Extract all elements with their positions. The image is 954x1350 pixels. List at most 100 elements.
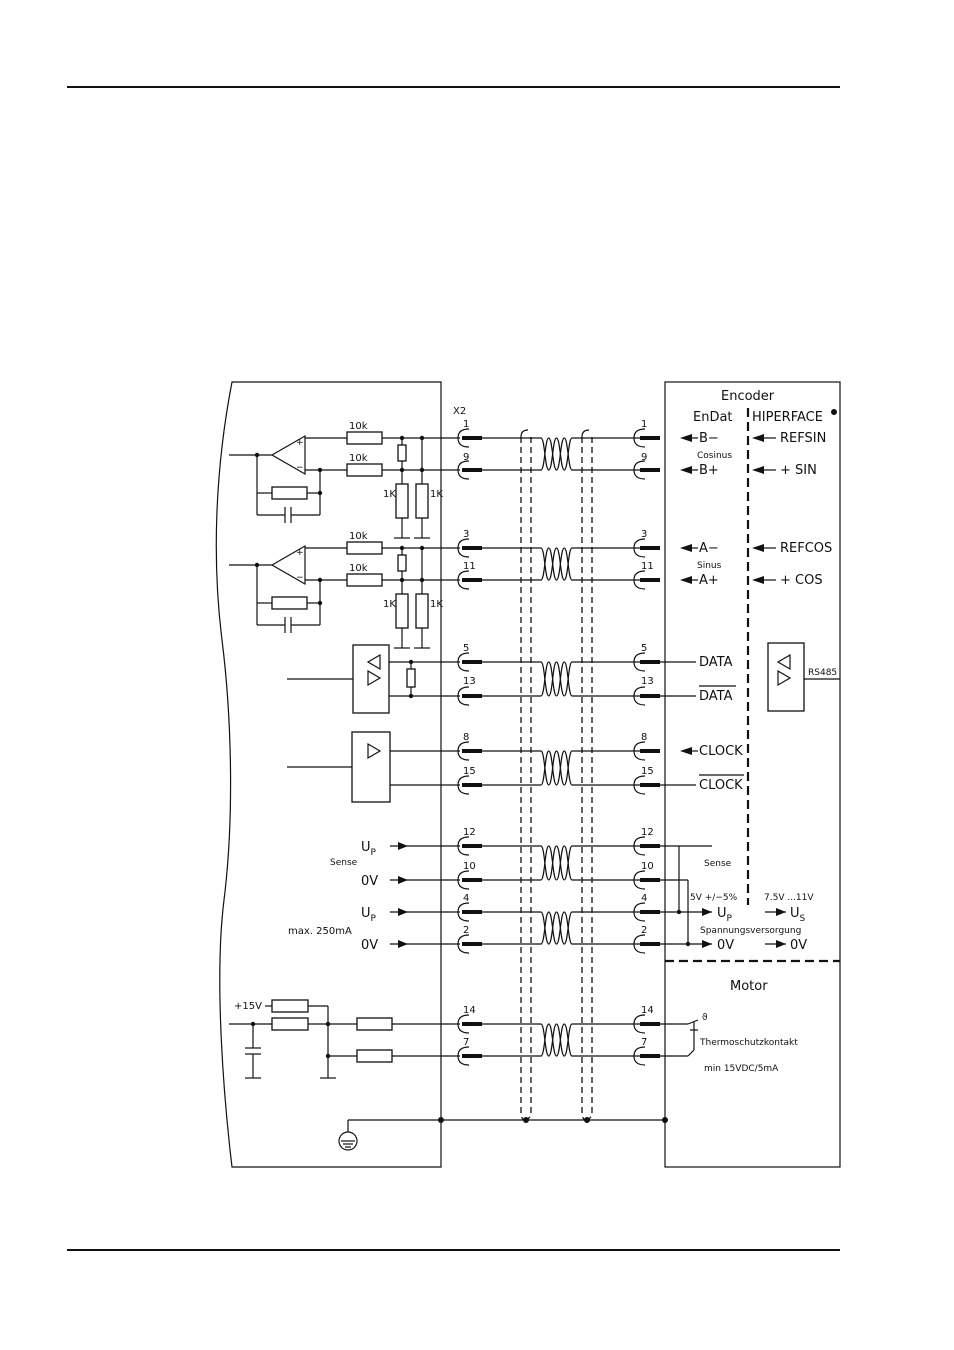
r1k-label-3: 1K <box>383 599 396 610</box>
pin-4-drive: 4 <box>463 893 469 904</box>
r1k-label-4: 1K <box>430 599 443 610</box>
encoder-pins <box>633 428 660 1066</box>
pin-labels: 1 9 3 11 5 13 8 15 12 10 4 2 14 7 1 9 3 … <box>463 419 654 1048</box>
encoder-socket <box>633 870 646 890</box>
r10k-label-1: 10k <box>349 421 368 432</box>
max-current-label: max. 250mA <box>288 926 352 937</box>
pin-12-encoder: 12 <box>641 827 654 838</box>
signal-clock: CLOCK <box>699 744 743 759</box>
pin-13-encoder: 13 <box>641 676 654 687</box>
twisted-pair-wire <box>482 547 640 581</box>
drive-sense-label: Sense <box>330 858 358 868</box>
drive-socket <box>457 836 470 856</box>
signal-data: DATA <box>699 655 733 670</box>
pin-9-encoder: 9 <box>641 452 647 463</box>
rs485-transceiver <box>767 642 840 712</box>
drive-socket <box>457 460 470 480</box>
encoder-socket <box>633 1046 646 1066</box>
encoder-0v-label-1: 0V <box>717 938 734 953</box>
encoder-supply-lines <box>660 845 786 948</box>
hiperface-heading: HIPERFACE <box>752 410 823 425</box>
twisted-pair-wire <box>482 911 640 945</box>
signal-a-plus: A+ <box>699 573 719 588</box>
pin-3-drive: 3 <box>463 529 469 540</box>
signal-a-minus: A− <box>699 541 719 556</box>
encoder-title: Encoder <box>721 389 775 404</box>
drive-socket <box>457 428 470 448</box>
plus15v-label: +15V <box>234 1001 262 1012</box>
drive-socket <box>457 570 470 590</box>
r10k-label-2: 10k <box>349 453 368 464</box>
encoder-sense-label: Sense <box>704 859 732 869</box>
r10k-label-3: 10k <box>349 531 368 542</box>
signal-cos: + COS <box>780 573 823 588</box>
twisted-pair-wire <box>482 845 640 881</box>
thermal-contact-label: Thermoschutzkontakt <box>699 1038 798 1048</box>
encoder-socket <box>633 538 646 558</box>
svg-text:+: + <box>296 548 304 558</box>
pin-10-drive: 10 <box>463 861 476 872</box>
signal-refsin: REFSIN <box>780 431 826 446</box>
encoder-up-label: UP <box>717 906 733 924</box>
tolerance-label: 5V +/−5% <box>690 893 738 903</box>
pin-4-encoder: 4 <box>641 893 647 904</box>
encoder-socket <box>633 775 646 795</box>
clock-driver <box>287 731 460 803</box>
pin-7-encoder: 7 <box>641 1037 647 1048</box>
twisted-pair-wire <box>482 661 640 697</box>
twisted-pair-wire <box>482 547 640 581</box>
pin-8-encoder: 8 <box>641 732 647 743</box>
encoder-socket <box>633 934 646 954</box>
pin-5-encoder: 5 <box>641 643 647 654</box>
r1k-label-2: 1K <box>430 489 443 500</box>
range-label: 7.5V ...11V <box>764 893 814 903</box>
drive-box-outline <box>215 381 442 1168</box>
drive-socket <box>457 1014 470 1034</box>
opamp-sinus: + − <box>229 541 460 649</box>
pin-13-drive: 13 <box>463 676 476 687</box>
thermal-circuit <box>229 999 460 1079</box>
encoder-socket <box>633 902 646 922</box>
twisted-pair-wire <box>482 845 640 881</box>
pin-9-drive: 9 <box>463 452 469 463</box>
twisted-pair-wire <box>482 750 640 786</box>
theta-icon: ϑ <box>702 1013 708 1023</box>
svg-text:+: + <box>296 438 304 448</box>
drive-socket <box>457 686 470 706</box>
pin-2-encoder: 2 <box>641 925 647 936</box>
endat-heading: EnDat <box>693 410 733 425</box>
encoder-0v-label-2: 0V <box>790 938 807 953</box>
drive-socket <box>457 902 470 922</box>
encoder-socket <box>633 1014 646 1034</box>
registered-mark-icon <box>831 409 837 415</box>
drive-socket <box>457 741 470 761</box>
pin-11-encoder: 11 <box>641 561 654 572</box>
svg-text:−: − <box>296 463 304 473</box>
drive-socket <box>457 652 470 672</box>
signal-clock-inverted: CLOCK <box>699 778 743 793</box>
twisted-pair-wire <box>482 437 640 471</box>
twisted-pair-wire <box>482 437 640 471</box>
thermal-rating-label: min 15VDC/5mA <box>704 1064 779 1074</box>
pin-15-encoder: 15 <box>641 766 654 777</box>
encoder-box-outline <box>664 381 841 1168</box>
pin-1-encoder: 1 <box>641 419 647 430</box>
encoder-us-label: US <box>790 906 806 924</box>
drive-socket <box>457 538 470 558</box>
pin-8-drive: 8 <box>463 732 469 743</box>
pin-15-drive: 15 <box>463 766 476 777</box>
drive-socket <box>457 870 470 890</box>
twisted-pair-wire <box>482 1023 640 1057</box>
opamp-cosinus: + − <box>229 431 460 539</box>
encoder-socket <box>633 836 646 856</box>
connector-label: X2 <box>453 406 466 417</box>
twisted-pair-wire <box>482 750 640 786</box>
encoder-socket <box>633 652 646 672</box>
drive-up-label: UP <box>361 840 377 858</box>
pin-5-drive: 5 <box>463 643 469 654</box>
drive-pins <box>457 428 482 1066</box>
pin-2-drive: 2 <box>463 925 469 936</box>
signal-refcos: REFCOS <box>780 541 832 556</box>
drive-up-label-2: UP <box>361 906 377 924</box>
